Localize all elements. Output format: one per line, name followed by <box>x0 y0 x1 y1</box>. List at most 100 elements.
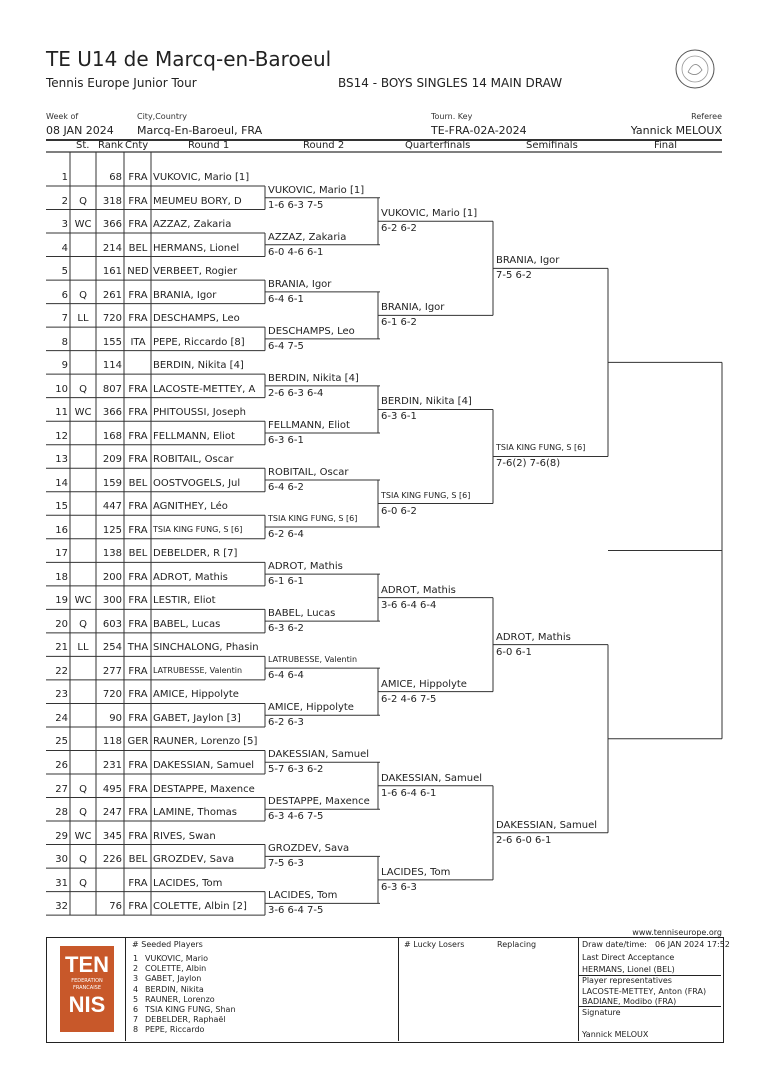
seed-name: GABET, Jaylon <box>145 974 202 984</box>
player-country: FRA <box>128 407 148 419</box>
week-value: 08 JAN 2024 <box>46 124 114 137</box>
entry-status: Q <box>79 877 87 889</box>
player-rank: 155 <box>102 336 122 348</box>
entry-status: LL <box>77 313 89 325</box>
player-rank: 209 <box>102 454 122 466</box>
player-rank: 345 <box>102 830 122 842</box>
player-name: OOSTVOGELS, Jul <box>153 477 241 489</box>
entry-status: WC <box>74 830 92 842</box>
website-link[interactable]: www.tenniseurope.org <box>632 928 722 937</box>
draw-position: 30 <box>55 854 68 866</box>
quarterfinals-winner: BERDIN, Nikita [4] <box>381 396 472 408</box>
player-name: BABEL, Lucas <box>153 618 221 630</box>
semifinals-winner: ADROT, Mathis <box>496 631 571 643</box>
draw-position: 10 <box>55 383 68 395</box>
player-name: LAMINE, Thomas <box>153 807 238 819</box>
player-rank: 366 <box>102 219 122 231</box>
player-name: PHITOUSSI, Joseph <box>153 407 246 419</box>
player-name: VERBEET, Rogier <box>153 266 238 278</box>
seed-num: 1 <box>133 954 139 963</box>
draw-position: 6 <box>61 289 68 301</box>
player-rank: 366 <box>102 407 122 419</box>
quarterfinals-winner: DAKESSIAN, Samuel <box>381 772 483 784</box>
draw-position: 16 <box>55 524 68 536</box>
player-name: TSIA KING FUNG, S [6] <box>153 524 243 534</box>
seeded-section <box>125 937 399 1041</box>
draw-position: 11 <box>55 407 68 419</box>
seed-name: COLETTE, Albin <box>145 964 207 974</box>
draw-position: 8 <box>61 336 68 348</box>
round2-score: 5-7 6-3 6-2 <box>268 764 324 776</box>
round2-score: 6-3 6-2 <box>268 623 304 635</box>
seed-num: 3 <box>133 974 139 984</box>
info-section <box>578 937 723 1041</box>
entry-status: WC <box>74 407 92 419</box>
semifinals-score: 7-5 6-2 <box>496 270 532 282</box>
player-name: DESTAPPE, Maxence <box>153 783 255 795</box>
round2-winner: BERDIN, Nikita [4] <box>268 372 359 384</box>
player-country: FRA <box>128 289 148 301</box>
semifinals-winner: BRANIA, Igor <box>496 255 560 267</box>
round2-winner: DESTAPPE, Maxence <box>268 796 370 808</box>
player-rank: 161 <box>102 266 122 278</box>
player-rank: 168 <box>102 430 122 442</box>
draw-position: 1 <box>61 172 68 183</box>
entry-status: Q <box>79 807 87 819</box>
quarterfinals-winner: VUKOVIC, Mario [1] <box>381 208 478 220</box>
round2-score: 6-4 6-2 <box>268 482 304 493</box>
seed-name: DEBELDER, Raphaël <box>145 1015 226 1025</box>
entry-status: Q <box>79 854 87 866</box>
round2-score: 6-4 6-4 <box>268 670 304 682</box>
player-rank: 231 <box>102 760 122 771</box>
semifinals-winner: TSIA KING FUNG, S [6] <box>496 443 586 453</box>
quarterfinals-winner: ADROT, Mathis <box>381 584 456 596</box>
quarterfinals-score: 6-1 6-2 <box>381 317 417 329</box>
seed-name: PEPE, Riccardo <box>145 1025 205 1035</box>
player-name: AGNITHEY, Léo <box>153 501 228 513</box>
draw-position: 14 <box>55 477 68 489</box>
footer-box <box>46 937 724 1043</box>
player-rank: 138 <box>102 548 122 560</box>
player-name: MEUMEU BORY, D <box>153 195 242 207</box>
player-country: FRA <box>128 689 148 701</box>
player-name: LATRUBESSE, Valentin <box>153 665 243 675</box>
seed-num: 2 <box>133 964 139 974</box>
player-name: BERDIN, Nikita [4] <box>153 360 244 372</box>
draw-position: 5 <box>61 266 68 278</box>
draw-position: 18 <box>55 571 68 583</box>
draw-position: 7 <box>61 313 68 325</box>
player-country: FRA <box>128 712 148 724</box>
col-round2: Round 2 <box>303 140 345 151</box>
seed-num: 4 <box>133 984 139 994</box>
round2-score: 6-3 6-1 <box>268 434 304 446</box>
player-country: FRA <box>128 172 148 183</box>
event-name: BS14 - BOYS SINGLES 14 MAIN DRAW <box>338 76 563 90</box>
player-name: RIVES, Swan <box>153 830 216 842</box>
seed-num: 5 <box>133 994 139 1004</box>
quarterfinals-score: 6-2 6-2 <box>381 223 417 235</box>
rep-2: BADIANE, Modibo (FRA) <box>582 997 677 1006</box>
player-country: FRA <box>128 383 148 395</box>
player-name: AZZAZ, Zakaria <box>153 219 232 231</box>
rep-1: LACOSTE-METTEY, Anton (FRA) <box>582 987 707 996</box>
player-country: FRA <box>128 830 148 842</box>
round2-winner: GROZDEV, Sava <box>268 843 350 855</box>
player-name: RAUNER, Lorenzo [5] <box>153 736 258 748</box>
player-country: FRA <box>128 901 148 913</box>
referee-label: Referee <box>691 112 722 121</box>
col-quarterfinals: Quarterfinals <box>405 140 471 151</box>
seed-num: 7 <box>133 1015 139 1025</box>
quarterfinals-winner: LACIDES, Tom <box>381 866 451 878</box>
col-final: Final <box>654 140 678 151</box>
draw-position: 9 <box>61 360 68 372</box>
player-name: FELLMANN, Eliot <box>153 430 235 442</box>
player-country: FRA <box>128 219 148 231</box>
round2-winner: FELLMANN, Eliot <box>268 419 350 431</box>
draw-position: 3 <box>61 219 68 231</box>
player-country: FRA <box>128 195 148 207</box>
player-name: LACIDES, Tom <box>153 877 223 889</box>
player-rank: 200 <box>102 571 122 583</box>
entry-status: LL <box>77 642 89 654</box>
seed-num: 8 <box>133 1025 139 1035</box>
